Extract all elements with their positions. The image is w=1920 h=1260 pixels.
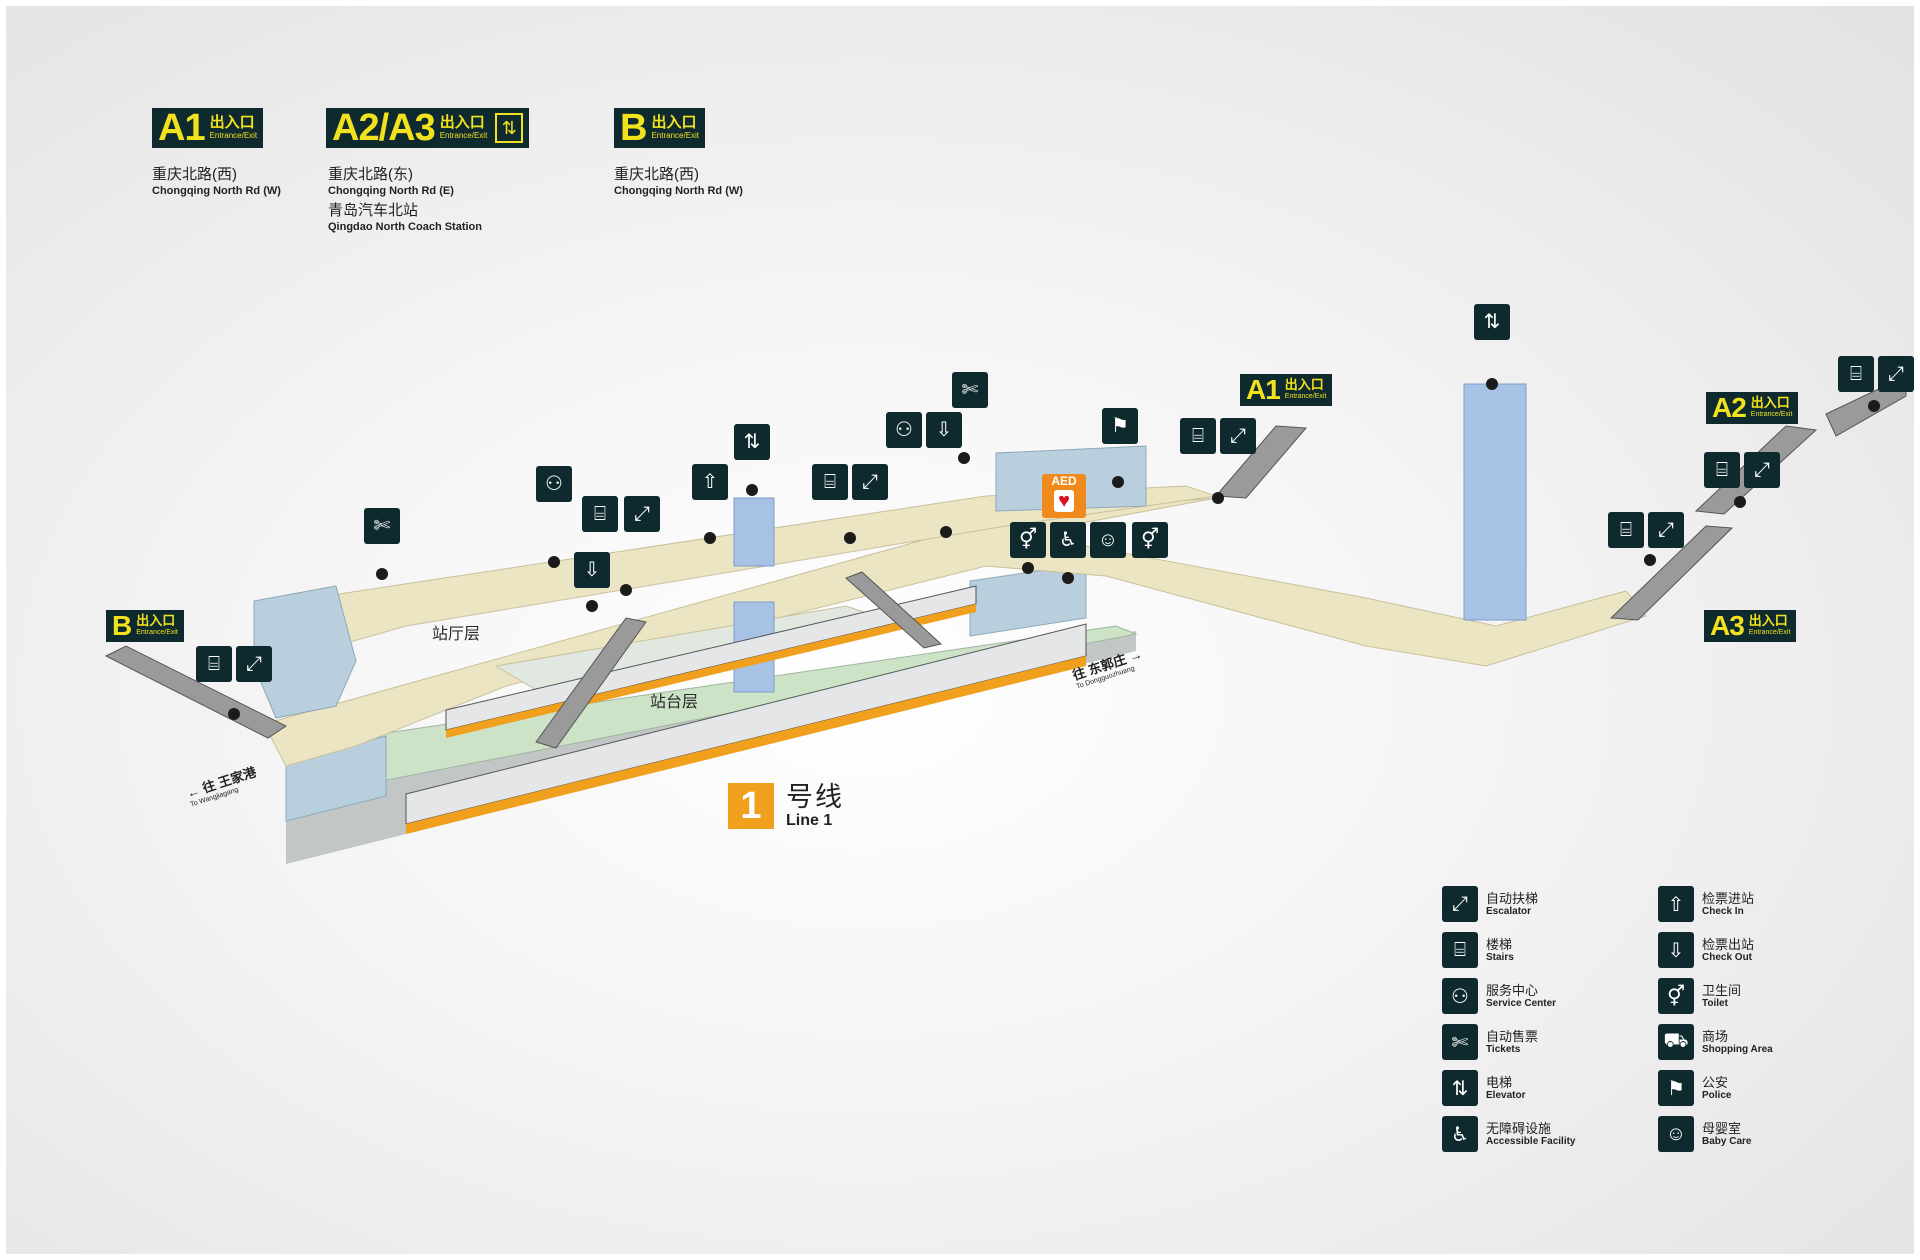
escalator-platform-east [845, 571, 943, 649]
pointer-dot [704, 532, 716, 544]
escalator-icon: ⤢ [624, 496, 660, 532]
pointer-dot [1644, 554, 1656, 566]
stairs-icon: ⌸ [1442, 932, 1478, 968]
tickets-icon: ✄ [364, 508, 400, 544]
pointer-dot [1022, 562, 1034, 574]
pointer-dot [1062, 572, 1074, 584]
exit-a2a3-road: 重庆北路(东) Chongqing North Rd (E) 青岛汽车北站 Qi… [328, 166, 482, 233]
stairs-icon: ⌸ [1838, 356, 1874, 392]
exit-a1-road: 重庆北路(西) Chongqing North Rd (W) [152, 166, 281, 197]
pointer-dot [376, 568, 388, 580]
elevator-shaft-concourse [733, 497, 775, 567]
station-3d-drawing [104, 375, 1907, 864]
pointer-dot [746, 484, 758, 496]
tickets-icon: ✄ [1442, 1024, 1478, 1060]
escalator-icon: ⤢ [1220, 418, 1256, 454]
escalator-platform-west [535, 617, 647, 749]
pointer-dot [548, 556, 560, 568]
toilet-icon: ⚥ [1010, 522, 1046, 558]
pointer-dot [1868, 400, 1880, 412]
stairs-icon: ⌸ [1180, 418, 1216, 454]
service-center-icon: ⚇ [1442, 978, 1478, 1014]
elevator-icon: ⇅ [734, 424, 770, 460]
aed-icon: AED♥ [1042, 474, 1086, 518]
platform-layer-label: 站台层 [650, 694, 699, 711]
escalator-exit-a1 [1214, 425, 1308, 499]
pointer-dot [1112, 476, 1124, 488]
escalator-exit-b [104, 645, 287, 739]
escalator-icon: ⤢ [1442, 886, 1478, 922]
escalator-icon: ⤢ [1744, 452, 1780, 488]
pointer-dot [1486, 378, 1498, 390]
line-1-badge: 1 号线 Line 1 [728, 782, 844, 830]
service-center-icon: ⚇ [886, 412, 922, 448]
tickets-icon: ✄ [952, 372, 988, 408]
escalator-icon: ⤢ [1648, 512, 1684, 548]
line-number: 1 [728, 783, 774, 829]
shopping-icon: ⛟ [1658, 1024, 1694, 1060]
accessible-icon: ♿ [1050, 522, 1086, 558]
stairs-icon: ⌸ [812, 464, 848, 500]
train-lower [405, 623, 1087, 834]
pointer-dot [844, 532, 856, 544]
elevator-icon: ⇅ [495, 113, 524, 143]
elevator-shaft-a2a3 [1463, 383, 1527, 621]
concourse-layer-label: 站厅层 [432, 626, 481, 643]
service-center-icon: ⚇ [536, 466, 572, 502]
pointer-dot [940, 526, 952, 538]
pointer-dot [620, 584, 632, 596]
pointer-dot [1734, 496, 1746, 508]
elevator-icon: ⇅ [1474, 304, 1510, 340]
stairs-icon: ⌸ [1704, 452, 1740, 488]
stairs-icon: ⌸ [196, 646, 232, 682]
pointer-dot [228, 708, 240, 720]
check-out-icon: ⇩ [926, 412, 962, 448]
pointer-dot [586, 600, 598, 612]
check-in-icon: ⇧ [1658, 886, 1694, 922]
escalator-icon: ⤢ [852, 464, 888, 500]
check-out-icon: ⇩ [574, 552, 610, 588]
escalator-icon: ⤢ [1878, 356, 1914, 392]
pointer-dot [1212, 492, 1224, 504]
pointer-dot [958, 452, 970, 464]
elevator-icon: ⇅ [1442, 1070, 1478, 1106]
escalator-exit-a3 [1609, 525, 1734, 621]
toilet-icon: ⚥ [1132, 522, 1168, 558]
baby-care-icon: ☺ [1658, 1116, 1694, 1152]
police-icon: ⚑ [1102, 408, 1138, 444]
escalator-icon: ⤢ [236, 646, 272, 682]
police-icon: ⚑ [1658, 1070, 1694, 1106]
concourse-floor [263, 497, 1647, 767]
accessible-icon: ♿ [1442, 1116, 1478, 1152]
check-out-icon: ⇩ [1658, 932, 1694, 968]
stairs-icon: ⌸ [1608, 512, 1644, 548]
exit-b-road: 重庆北路(西) Chongqing North Rd (W) [614, 166, 743, 197]
toilet-icon: ⚥ [1658, 978, 1694, 1014]
check-in-icon: ⇧ [692, 464, 728, 500]
stairs-icon: ⌸ [582, 496, 618, 532]
baby-care-icon: ☺ [1090, 522, 1126, 558]
